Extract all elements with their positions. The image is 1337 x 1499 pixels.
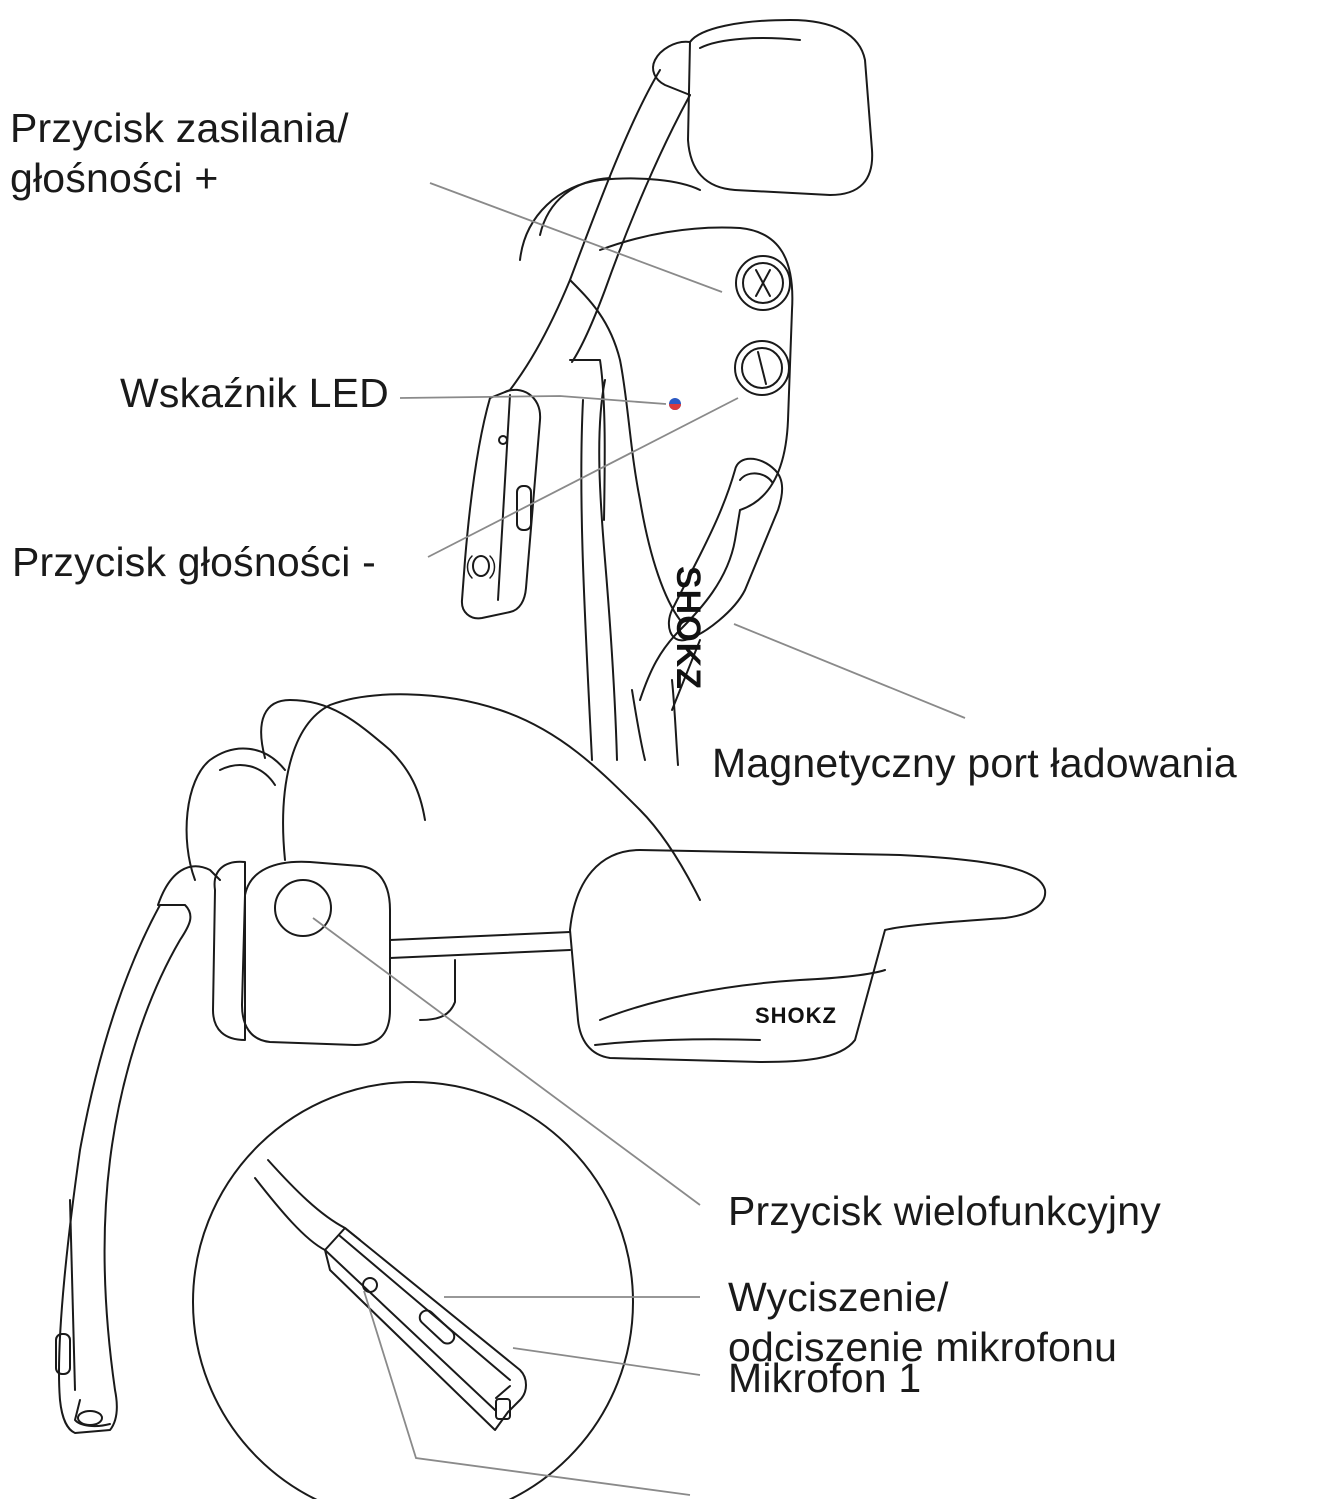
- lower-body-shell: [570, 850, 1045, 1062]
- label-mute-line1: Wyciszenie/: [728, 1272, 1117, 1322]
- leader-power: [430, 183, 722, 292]
- label-power-line2: głośności +: [10, 153, 349, 203]
- top-transducer-pad: [688, 20, 872, 195]
- label-charging-port: Magnetyczny port ładowania: [712, 738, 1237, 788]
- body-logo: SHOKZ: [755, 1003, 837, 1028]
- label-multifunction-button: Przycisk wielofunkcyjny: [728, 1186, 1161, 1236]
- label-volume-down: Przycisk głośności -: [12, 537, 376, 587]
- side-logo: SHOKZ: [669, 566, 707, 690]
- leader-mic2: [364, 1291, 690, 1495]
- multifunction-button-art: [275, 880, 331, 936]
- label-power-line1: Przycisk zasilania/: [10, 103, 349, 153]
- label-power-button: Przycisk zasilania/ głośności +: [10, 103, 349, 203]
- label-mic1: Mikrofon 1: [728, 1353, 921, 1403]
- zoom-mic-port-art: [496, 1399, 510, 1419]
- label-led-indicator: Wskaźnik LED: [120, 368, 389, 418]
- upper-mic-boom-end: [462, 390, 540, 618]
- upper-boom-arm: [490, 70, 660, 398]
- lower-mic-boom: [59, 905, 190, 1433]
- leader-mic1: [513, 1348, 700, 1375]
- leader-charging: [734, 624, 965, 718]
- lower-transducer-pad: [242, 862, 390, 1045]
- leader-multifunction: [313, 918, 700, 1205]
- zoom-circle: [193, 1082, 633, 1499]
- ear-hook: [261, 700, 425, 820]
